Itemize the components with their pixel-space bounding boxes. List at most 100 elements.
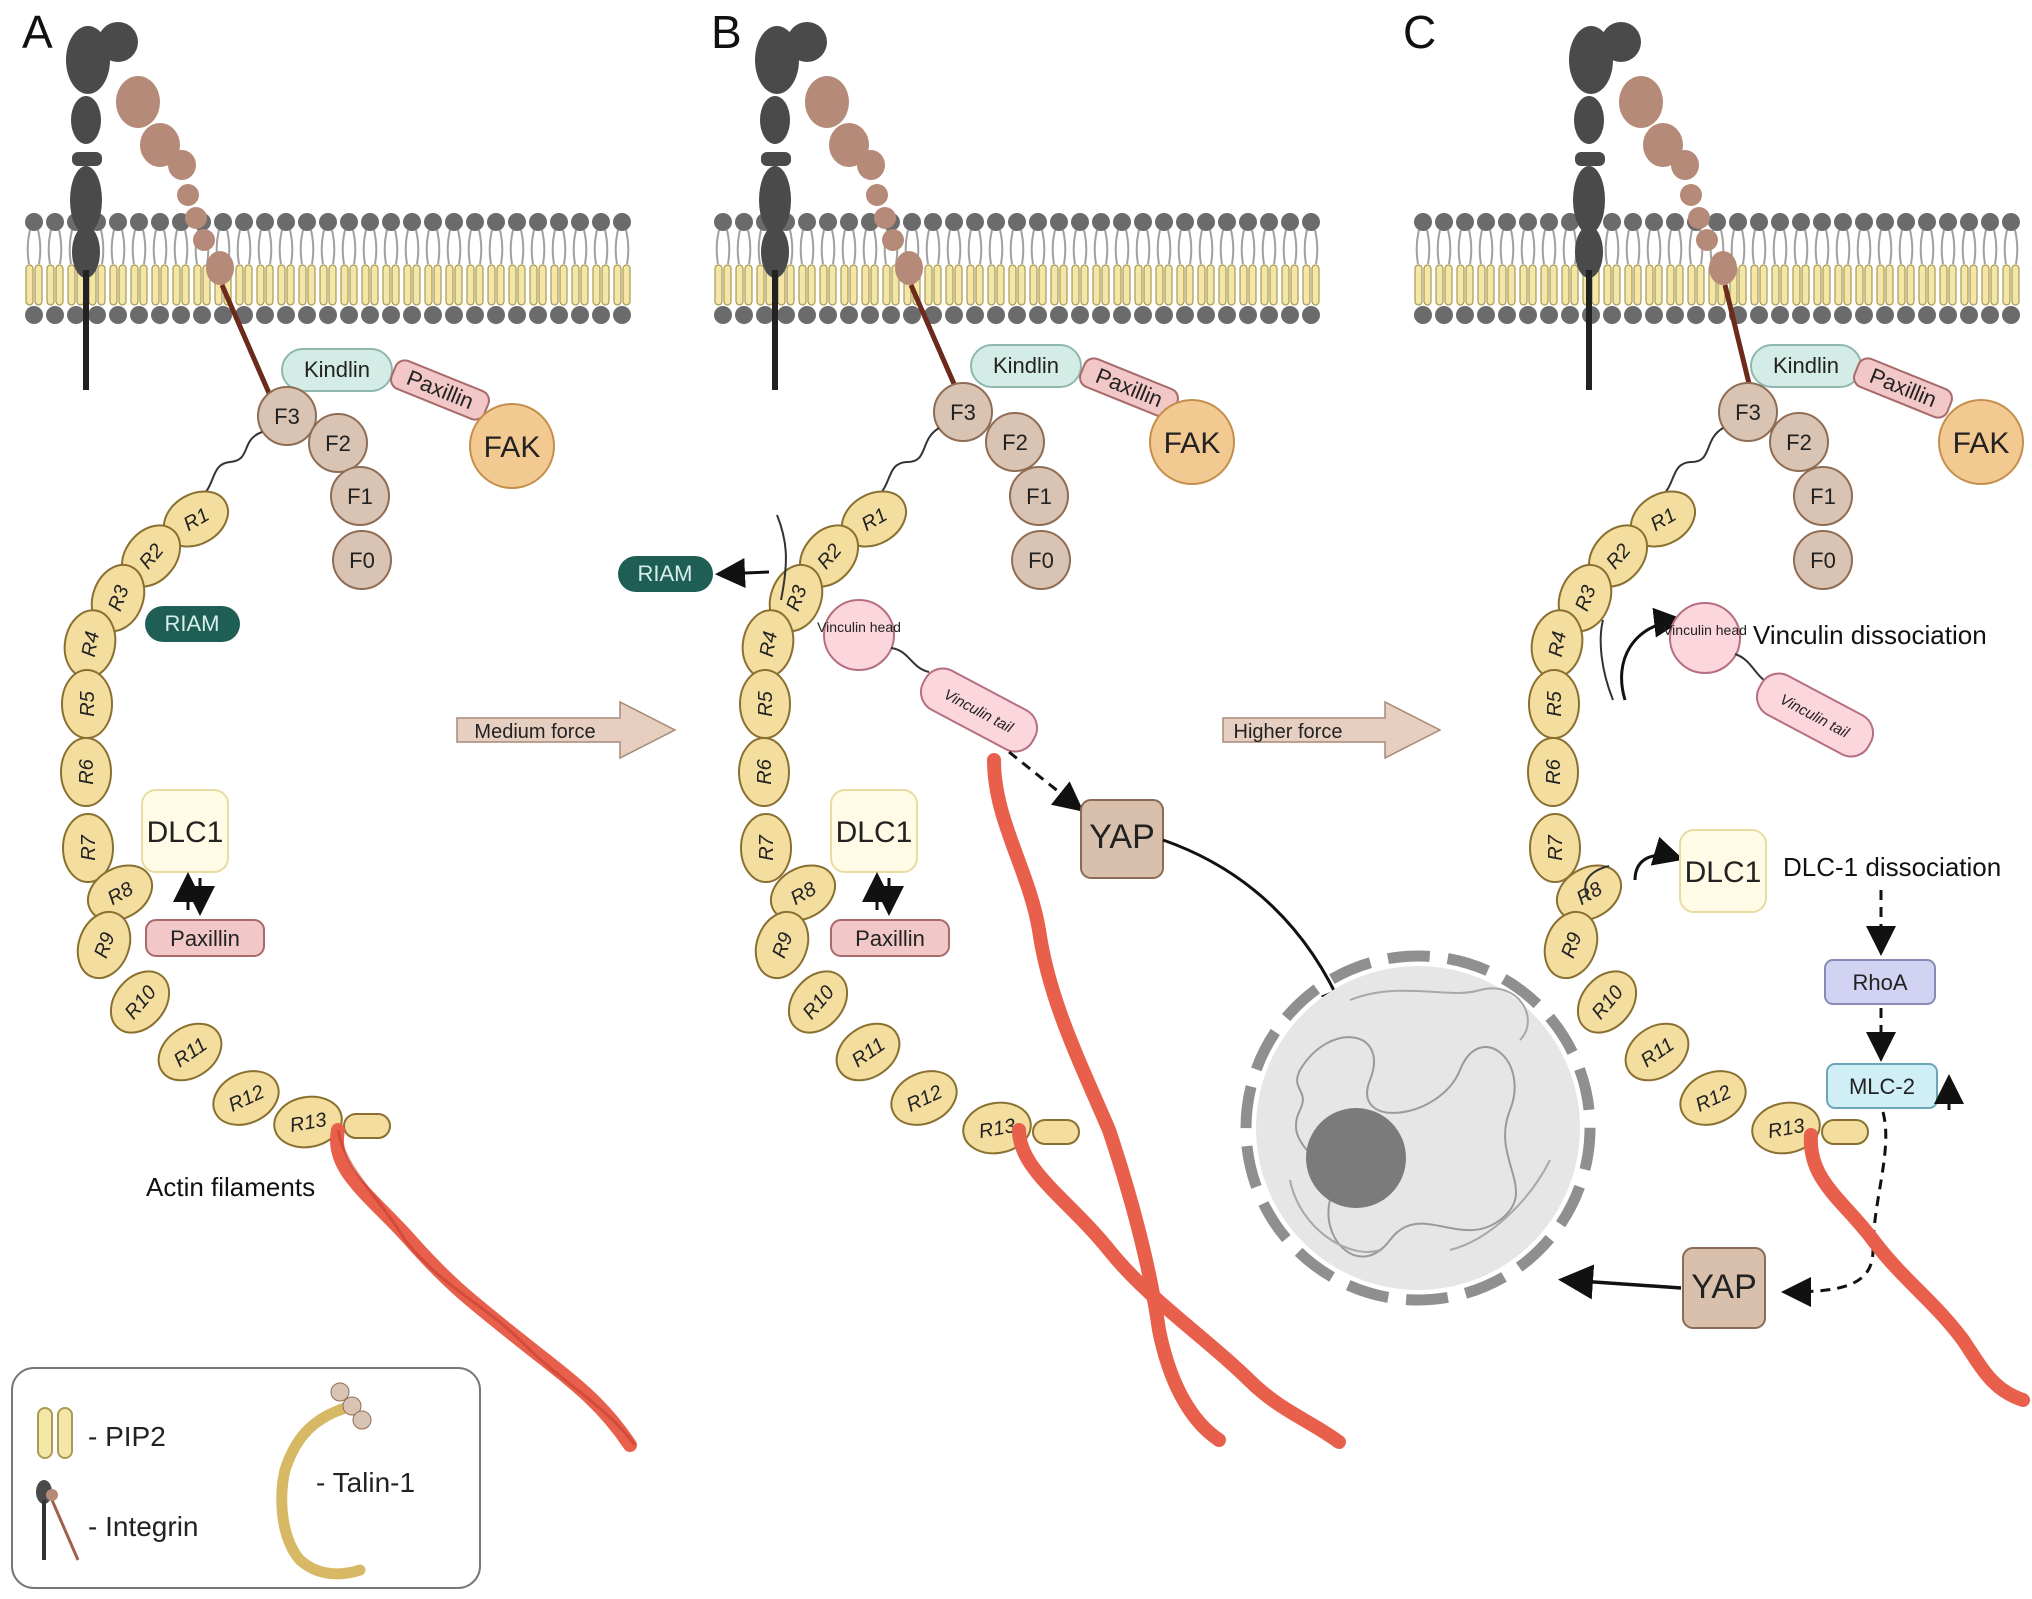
lipid bbox=[549, 212, 569, 325]
lipid bbox=[444, 212, 464, 325]
panel-c: C Kindlin Paxillin FAK bbox=[1403, 6, 2030, 1407]
yap-label: YAP bbox=[1089, 818, 1155, 856]
lipid bbox=[1686, 212, 1706, 325]
riam-label: RIAM bbox=[638, 561, 693, 586]
fak-label: FAK bbox=[484, 431, 541, 464]
rod-domain: R12 bbox=[212, 1070, 280, 1126]
lipid bbox=[507, 212, 527, 325]
legend-talin-label: - Talin-1 bbox=[316, 1467, 415, 1498]
lipid bbox=[1217, 212, 1237, 325]
mlc2-label: MLC-2 bbox=[1849, 1074, 1915, 1099]
lipid bbox=[1917, 212, 1937, 325]
svg-text:F1: F1 bbox=[1026, 484, 1052, 509]
talin-icon bbox=[276, 1382, 372, 1580]
rod-domain: R11 bbox=[1624, 1022, 1690, 1082]
lipid bbox=[1154, 212, 1174, 325]
vinculin-head-label: Vinculin head bbox=[817, 619, 901, 635]
lipid bbox=[1497, 212, 1517, 325]
actin-filament bbox=[987, 753, 1226, 1447]
dlc1 bbox=[1679, 829, 1767, 913]
ferm-domains: F3 F2 F1 F0 bbox=[257, 386, 392, 590]
ferm-domains: F3 F2 F1 F0 bbox=[1718, 382, 1853, 590]
yap-to-nucleus-arrow bbox=[1162, 838, 1349, 1018]
svg-text:F2: F2 bbox=[1786, 430, 1812, 455]
rod-domain: R10 bbox=[787, 970, 849, 1034]
lipid bbox=[276, 212, 296, 325]
rod-domain-label: R5 bbox=[77, 690, 99, 716]
svg-text:F0: F0 bbox=[349, 548, 375, 573]
higher-force-label: Higher force bbox=[1234, 721, 1343, 743]
rod-domain: R7 bbox=[62, 813, 114, 883]
lipid bbox=[402, 212, 422, 325]
paxillin-mid-label: Paxillin bbox=[170, 926, 240, 951]
lipid bbox=[2001, 212, 2021, 325]
fak bbox=[1938, 399, 2024, 485]
lipid bbox=[339, 212, 359, 325]
lipid bbox=[1938, 212, 1958, 325]
rod-domain: R10 bbox=[1576, 970, 1638, 1034]
vinculin-head-label: Vinculin head bbox=[1663, 622, 1747, 638]
dlc1-dissociation-label: DLC-1 dissociation bbox=[1783, 852, 2001, 882]
kindlin-label: Kindlin bbox=[993, 353, 1059, 378]
lipid bbox=[1749, 212, 1769, 325]
vinculin-dissociation-label: Vinculin dissociation bbox=[1753, 620, 1987, 650]
lipid bbox=[570, 212, 590, 325]
lipid bbox=[1980, 212, 2000, 325]
rod-domain: R1 bbox=[841, 490, 907, 548]
lipid bbox=[1623, 212, 1643, 325]
lipid bbox=[465, 212, 485, 325]
ferm-domains: F3 F2 F1 F0 bbox=[933, 382, 1071, 590]
lipid bbox=[486, 212, 506, 325]
yap-to-nucleus-arrow bbox=[1558, 1264, 1682, 1300]
rod-dimerization-domain bbox=[343, 1113, 391, 1139]
vinculin-head bbox=[1669, 602, 1741, 674]
legend-integrin-label: - Integrin bbox=[88, 1511, 199, 1542]
rod-domain: R13 bbox=[273, 1095, 343, 1149]
lipid bbox=[1007, 212, 1027, 325]
rod-domain-label: R7 bbox=[1545, 834, 1567, 860]
rod-domain: R13 bbox=[1751, 1101, 1821, 1155]
lipid bbox=[1791, 212, 1811, 325]
lipid bbox=[1665, 212, 1685, 325]
lipid bbox=[1539, 212, 1559, 325]
svg-text:F0: F0 bbox=[1810, 548, 1836, 573]
fak bbox=[469, 403, 555, 489]
rod-domain: R5 bbox=[739, 669, 791, 739]
rod-domain: R9 bbox=[754, 910, 810, 980]
paxillin-top: Paxillin bbox=[1853, 357, 1953, 419]
rod-domain: R4 bbox=[741, 609, 795, 679]
rod-domain-label: R4 bbox=[756, 630, 782, 659]
actin-filament bbox=[1012, 1123, 1346, 1449]
rod-domain: R7 bbox=[1529, 813, 1581, 883]
rod-domain-label: R7 bbox=[756, 834, 778, 860]
lipid bbox=[255, 212, 275, 325]
svg-text:F1: F1 bbox=[347, 484, 373, 509]
lipid bbox=[318, 212, 338, 325]
yap bbox=[1682, 1247, 1766, 1329]
rod-domain: R9 bbox=[76, 910, 132, 980]
lipid bbox=[1280, 212, 1300, 325]
svg-text:FAK: FAK bbox=[1953, 427, 2010, 460]
lipid bbox=[591, 212, 611, 325]
rhoa bbox=[1824, 959, 1936, 1005]
lipid bbox=[1833, 212, 1853, 325]
rod-domain: R8 bbox=[1556, 864, 1622, 922]
lipid bbox=[423, 212, 443, 325]
lipid bbox=[360, 212, 380, 325]
lipid bbox=[839, 212, 859, 325]
riam bbox=[618, 556, 713, 592]
linker bbox=[194, 431, 263, 501]
lipid bbox=[150, 212, 170, 325]
svg-text:F3: F3 bbox=[950, 400, 976, 425]
integrin-icon bbox=[36, 1480, 80, 1561]
lipid bbox=[1602, 212, 1622, 325]
lipid bbox=[1560, 212, 1580, 325]
svg-text:F1: F1 bbox=[1810, 484, 1836, 509]
kindlin bbox=[281, 348, 393, 392]
svg-text:F2: F2 bbox=[1002, 430, 1028, 455]
rod-domain: R8 bbox=[770, 864, 836, 922]
lipid bbox=[1091, 212, 1111, 325]
paxillin-mid bbox=[830, 919, 950, 957]
lipid bbox=[1133, 212, 1153, 325]
rod-domain-label: R6 bbox=[76, 758, 98, 784]
